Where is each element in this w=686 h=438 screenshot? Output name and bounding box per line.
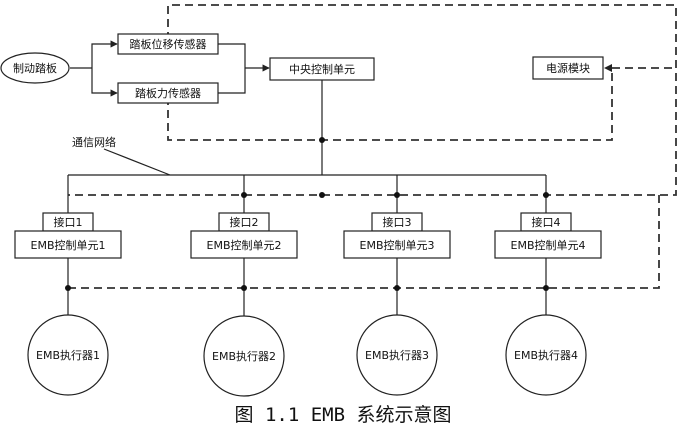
brake-pedal-label: 制动踏板 [13,61,57,75]
emb-actuator-1-node: EMB执行器1 [27,314,109,396]
interface-1-node: 接口1 [42,212,94,232]
interface-2-label: 接口2 [230,216,259,229]
emb-actuator-4-node: EMB执行器4 [505,314,587,396]
interface-3-label: 接口3 [383,216,412,229]
pedal-force-sensor-label: 踏板力传感器 [135,86,201,100]
power-module-label: 电源模块 [546,61,590,75]
interface-2-node: 接口2 [218,212,270,232]
power-arrow-icon [604,64,612,72]
emb-control-unit-4-label: EMB控制单元4 [511,238,586,252]
junction-dots [65,137,549,291]
emb-actuator-2-node: EMB执行器2 [203,315,285,397]
pedal-position-sensor-label: 踏板位移传感器 [130,37,207,51]
emb-control-unit-3-node: EMB控制单元3 [343,230,451,259]
figure-caption: 图 1.1 EMB 系统示意图 [235,404,452,426]
emb-control-unit-4-node: EMB控制单元4 [494,230,602,259]
interface-3-node: 接口3 [371,212,423,232]
emb-control-unit-1-label: EMB控制单元1 [31,238,106,252]
emb-control-unit-2-node: EMB控制单元2 [190,230,298,259]
emb-actuator-4-label: EMB执行器4 [514,348,578,362]
power-lines [68,4,677,289]
interface-4-node: 接口4 [520,212,572,232]
central-control-unit-label: 中央控制单元 [289,62,355,76]
brake-pedal-node: 制动踏板 [0,52,70,84]
power-module-node: 电源模块 [532,56,604,80]
interface-1-label: 接口1 [54,216,83,229]
emb-actuator-3-label: EMB执行器3 [365,348,429,362]
emb-actuator-3-node: EMB执行器3 [356,314,438,396]
emb-actuator-1-label: EMB执行器1 [36,348,100,362]
emb-control-unit-3-label: EMB控制单元3 [360,238,435,252]
emb-control-unit-2-label: EMB控制单元2 [207,238,282,252]
emb-actuator-2-label: EMB执行器2 [212,349,276,363]
pedal-force-sensor-node: 踏板力传感器 [117,82,219,104]
emb-control-unit-1-node: EMB控制单元1 [14,230,122,259]
comm-network-label: 通信网络 [72,135,116,149]
interface-4-label: 接口4 [532,216,561,229]
pedal-position-sensor-node: 踏板位移传感器 [117,33,219,55]
central-control-unit-node: 中央控制单元 [269,57,375,81]
